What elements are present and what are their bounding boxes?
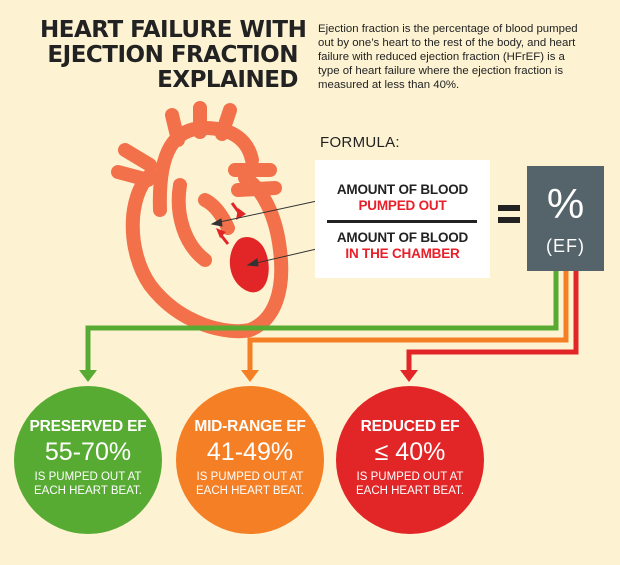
intro-line-4: type of heart failure where the ejection… bbox=[318, 65, 564, 77]
category-note-line-1: IS PUMPED OUT AT bbox=[356, 471, 464, 483]
heart-icon bbox=[111, 101, 289, 339]
flow-arrow-icons bbox=[216, 202, 246, 245]
formula-box: AMOUNT OF BLOOD PUMPED OUT AMOUNT OF BLO… bbox=[315, 160, 490, 278]
category-note-line-2: EACH HEART BEAT. bbox=[33, 485, 142, 497]
ef-abbreviation: (EF) bbox=[546, 236, 585, 256]
page-title: HEART FAILURE WITH EJECTION FRACTION EXP… bbox=[40, 17, 307, 93]
intro-paragraph: Ejection fraction is the percentage of b… bbox=[318, 22, 608, 92]
percent-symbol: % bbox=[546, 180, 585, 227]
numerator-line-2: PUMPED OUT bbox=[358, 198, 447, 213]
arrowhead-reduced bbox=[400, 370, 418, 382]
title-line-3: EXPLAINED bbox=[157, 67, 298, 93]
title-line-2: EJECTION FRACTION bbox=[47, 42, 298, 68]
arrowhead-midrange bbox=[241, 370, 259, 382]
title-line-1: HEART FAILURE WITH bbox=[40, 17, 307, 43]
category-value: 55-70% bbox=[44, 438, 132, 466]
category-note-line-2: EACH HEART BEAT. bbox=[195, 485, 304, 497]
denominator-line-2: IN THE CHAMBER bbox=[345, 246, 460, 261]
category-note-line-1: IS PUMPED OUT AT bbox=[196, 471, 304, 483]
intro-line-1: Ejection fraction is the percentage of b… bbox=[318, 23, 578, 35]
category-name: PRESERVED EF bbox=[29, 418, 147, 435]
equals-icon bbox=[498, 203, 520, 225]
midrange-ef-circle: MID-RANGE EF 41-49% IS PUMPED OUT AT EAC… bbox=[176, 386, 324, 534]
category-value: 41-49% bbox=[206, 438, 294, 466]
category-note-line-2: EACH HEART BEAT. bbox=[355, 485, 464, 497]
numerator-line-1: AMOUNT OF BLOOD bbox=[336, 182, 469, 197]
category-name: REDUCED EF bbox=[360, 418, 460, 435]
intro-line-2: out by one’s heart to the rest of the bo… bbox=[318, 37, 576, 49]
arrowhead-preserved bbox=[79, 370, 97, 382]
denominator-line-1: AMOUNT OF BLOOD bbox=[336, 230, 469, 245]
preserved-ef-circle: PRESERVED EF 55-70% IS PUMPED OUT AT EAC… bbox=[14, 386, 162, 534]
intro-line-5: measured at less than 40%. bbox=[318, 79, 460, 91]
formula-label: FORMULA: bbox=[320, 134, 400, 151]
fraction-bar bbox=[327, 220, 477, 223]
ef-result-box: % (EF) bbox=[527, 166, 604, 271]
reduced-ef-circle: REDUCED EF ≤ 40% IS PUMPED OUT AT EACH H… bbox=[336, 386, 484, 534]
category-value: ≤ 40% bbox=[374, 438, 446, 466]
category-note-line-1: IS PUMPED OUT AT bbox=[34, 471, 142, 483]
intro-line-3: failure with reduced ejection fraction (… bbox=[318, 51, 565, 63]
category-name: MID-RANGE EF bbox=[194, 418, 306, 435]
connector-lines bbox=[85, 271, 579, 372]
